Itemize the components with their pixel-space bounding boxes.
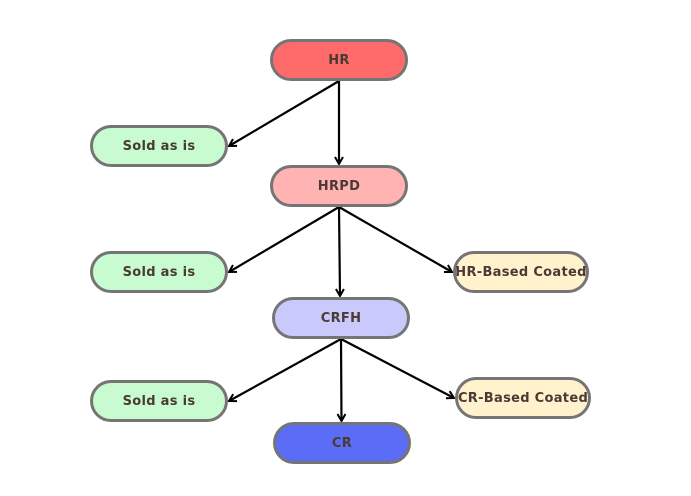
edge-hrpd-to-crfh [339, 206, 340, 296]
node-label: CR [331, 435, 353, 451]
node-crfh: CRFH [272, 297, 410, 339]
node-label: CR-Based Coated [457, 390, 589, 406]
node-sold-as-is-3: Sold as is [90, 380, 228, 422]
edge-hr-to-sold1 [229, 80, 340, 146]
edge-hrpd-to-hrcoated [338, 206, 452, 272]
node-sold-as-is-2: Sold as is [90, 251, 228, 293]
node-label: Sold as is [122, 264, 196, 280]
edge-hrpd-to-sold2 [229, 206, 340, 272]
edge-crfh-to-crcoated [340, 338, 454, 398]
node-label: Sold as is [122, 393, 196, 409]
node-label: HRPD [317, 178, 361, 194]
node-sold-as-is-1: Sold as is [90, 125, 228, 167]
node-cr: CR [273, 422, 411, 464]
edge-crfh-to-sold3 [229, 338, 342, 401]
node-hr-based-coated: HR-Based Coated [453, 251, 589, 293]
node-hrpd: HRPD [270, 165, 408, 207]
node-label: CRFH [320, 310, 362, 326]
node-cr-based-coated: CR-Based Coated [455, 377, 591, 419]
node-label: HR [328, 52, 350, 68]
node-label: HR-Based Coated [455, 264, 587, 280]
edge-crfh-to-cr [341, 338, 342, 421]
node-label: Sold as is [122, 138, 196, 154]
node-hr: HR [270, 39, 408, 81]
